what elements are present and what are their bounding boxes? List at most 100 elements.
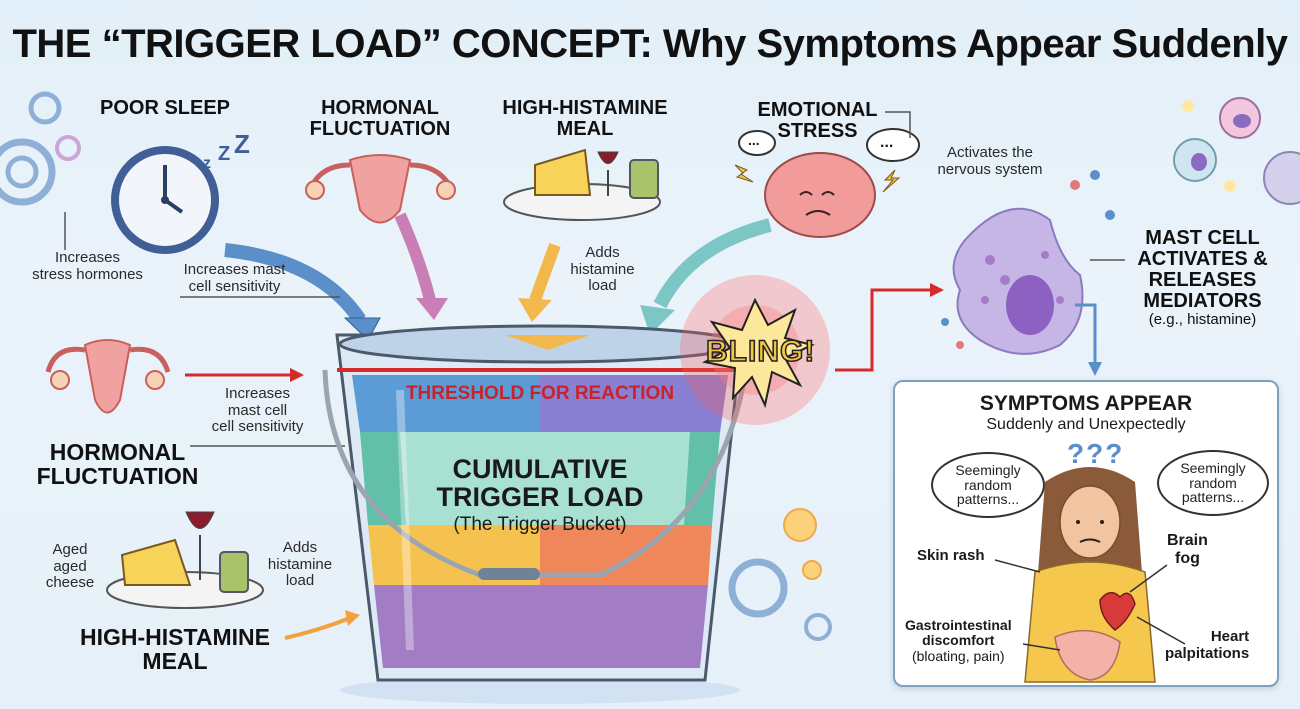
label-line: MAST CELL [1145, 227, 1260, 249]
note-line: Adds [585, 244, 620, 261]
symptom-line: (bloating, pain) [911, 647, 1005, 664]
food-plate-icon [106, 511, 264, 609]
uterus-icon [305, 154, 456, 224]
label-line: (e.g., histamine) [1148, 311, 1257, 328]
note-line: Increases [54, 249, 121, 266]
zzz-icon: Z [234, 129, 250, 159]
cloud-line: random [964, 476, 1012, 493]
symptom-line: fog [1175, 550, 1200, 567]
question-marks: ??? [1067, 438, 1125, 469]
sun-icon [783, 508, 822, 580]
poor-sleep-label: POOR SLEEP [99, 97, 231, 119]
label-line: RELEASES [1148, 269, 1257, 291]
meal-left-label: HIGH-HISTAMINE MEAL [70, 625, 280, 673]
cloud-line: random [1189, 474, 1237, 491]
note-line: mast cell [227, 401, 288, 419]
thought-dots: ... [880, 134, 894, 151]
poor-sleep-note-b: Increases mast cell sensitivity [172, 261, 297, 295]
label-line: EMOTIONAL [757, 99, 878, 121]
stress-label: EMOTIONAL STRESS [750, 100, 885, 142]
label-line: HORMONAL [49, 439, 186, 465]
gear-icon [804, 613, 832, 641]
note-line: aged [53, 557, 87, 575]
label-line: FLUCTUATION [36, 463, 199, 490]
symptoms-panel: SYMPTOMS APPEAR Suddenly and Unexpectedl… [893, 380, 1279, 687]
label-line: MEAL [142, 648, 208, 675]
gear-icon [55, 135, 81, 161]
cloud-line: patterns... [1181, 489, 1245, 506]
hormonal-left-label: HORMONAL FLUCTUATION [30, 440, 205, 488]
note-line: Adds [282, 539, 318, 556]
arrow-to-symptoms [1075, 303, 1097, 365]
page-title: THE “TRIGGER LOAD” CONCEPT: Why Symptoms… [0, 22, 1300, 67]
label-line: HIGH-HISTAMINE [502, 97, 668, 119]
bucket-line: CUMULATIVE [452, 454, 628, 484]
note-line: Increases mast [183, 261, 286, 278]
hormonal-top-label: HORMONAL FLUCTUATION [295, 98, 465, 140]
arrow-to-mast-cell [835, 288, 930, 372]
cloud-line: Seemingly [1180, 459, 1246, 476]
title-part-1: THE “TRIGGER LOAD” CONCEPT: [12, 22, 653, 66]
bling-label: BLING! [705, 334, 816, 369]
label-line: FLUCTUATION [309, 118, 451, 140]
person-illustration [994, 467, 1186, 683]
zzz-icon: Z [218, 143, 230, 165]
gear-icon [728, 558, 788, 618]
arrow-poor-sleep [224, 243, 366, 324]
note-line: nervous system [937, 160, 1043, 178]
mast-cell-label: MAST CELL ACTIVATES & RELEASES MEDIATORS… [1120, 228, 1285, 328]
meal-left-note: Adds histamine load [260, 539, 340, 590]
note-line: load [285, 572, 315, 589]
zzz-icon: z [203, 155, 211, 172]
symptoms-subtitle: Suddenly and Unexpectedly [986, 416, 1186, 433]
food-plate-icon [503, 148, 661, 221]
note-line: stress hormones [32, 265, 143, 283]
label-line: HORMONAL [321, 97, 439, 119]
symptom-gi: Gastrointestinal discomfort (bloating, p… [905, 617, 1012, 664]
lightning-icon [734, 164, 901, 193]
label-line: MEAL [556, 118, 614, 140]
note-line: Increases [224, 385, 291, 402]
cloud-line: Seemingly [955, 461, 1021, 478]
thought-cloud-right: Seemingly random patterns... [1157, 450, 1269, 516]
symptom-heart: Heart palpitations [1165, 628, 1249, 662]
note-line: cell sensitivity [211, 418, 304, 435]
symptom-brain-fog: Brain fog [1167, 532, 1208, 568]
thought-dots: ... [748, 132, 760, 148]
note-line: Activates the [947, 144, 1033, 161]
arrow-stress [653, 218, 772, 309]
bucket-line: (The Trigger Bucket) [453, 513, 627, 535]
note-line: Aged [52, 541, 88, 558]
thought-cloud-left: Seemingly random patterns... [931, 452, 1045, 518]
meal-top-label: HIGH-HISTAMINE MEAL [485, 98, 685, 140]
gear-icon [28, 91, 62, 125]
symptom-line: Brain [1167, 532, 1208, 549]
gear-icon [0, 138, 56, 206]
meal-left-cheese-note: Aged aged cheese [35, 541, 105, 592]
threshold-label: THRESHOLD FOR REACTION [405, 383, 675, 404]
arrow-hormonal [394, 212, 436, 302]
symptom-skin-rash: Skin rash [917, 547, 985, 564]
label-line: MEDIATORS [1143, 290, 1262, 312]
arrow-meal-left [284, 616, 351, 640]
label-line: STRESS [777, 120, 858, 142]
symptom-line: discomfort [922, 632, 995, 649]
label-line: HIGH-HISTAMINE [80, 624, 270, 650]
hormonal-left-note: Increases mast cell cell sensitivity [200, 385, 315, 436]
title-part-2: Why Symptoms Appear Suddenly [662, 22, 1288, 66]
note-line: cheese [45, 574, 95, 591]
clock-icon [111, 146, 219, 254]
poor-sleep-note-a: Increases stress hormones [15, 249, 160, 283]
bling-burst [680, 275, 830, 425]
brain-icon [764, 152, 876, 238]
note-line: histamine [570, 260, 635, 278]
stress-note: Activates the nervous system [915, 144, 1065, 178]
thought-bubble-icon [738, 128, 920, 162]
mast-cell-icon [941, 170, 1115, 355]
symptom-line: Gastrointestinal [905, 617, 1012, 633]
symptoms-title: SYMPTOMS APPEAR [979, 392, 1193, 415]
note-line: histamine [267, 555, 333, 573]
arrow-meal [529, 242, 561, 303]
note-line: cell sensitivity [188, 277, 281, 295]
